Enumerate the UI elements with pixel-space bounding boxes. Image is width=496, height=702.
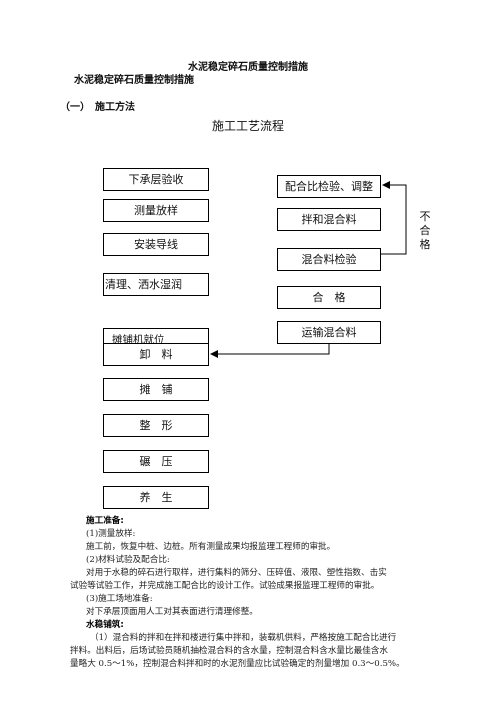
prep-item-2-body-b: 试验等试验工作，并完成施工配合比的设计工作。试验成果报监理工程师的审批。: [70, 581, 380, 591]
prep-item-3: (3)施工场地准备:: [86, 594, 153, 604]
prep-item-1: (1)测量放样:: [86, 529, 136, 539]
prep-item-1-body: 施工前，恢复中桩、边桩。所有测量成果均报监理工程师的审批。: [86, 542, 336, 552]
flow-step-unload: 卸 料: [103, 343, 209, 366]
flow-step-paver-in-position: 摊铺机就位: [103, 328, 209, 344]
reject-label: 不合格: [419, 210, 431, 251]
section-heading: （一） 施工方法: [60, 102, 135, 113]
paving-item-1-c: 量略大 0.5～1%，控制混合料拌和时的水泥剂量应比试验确定的剂量增加 0.3～…: [70, 659, 405, 669]
flow-step-spread: 摊 铺: [103, 378, 209, 401]
paving-item-1-b: 拌料。出料后，后场试验员随机抽检混合料的含水量，控制混合料含水量比最佳含水: [70, 646, 388, 656]
paving-item-1-a: （1）混合料的拌和在拌和楼进行集中拌和，装载机供料，严格按施工配合比进行: [90, 633, 397, 643]
prep-item-3-body: 对下承层顶面用人工对其表面进行清理修整。: [86, 607, 258, 617]
paving-heading: 水稳铺筑:: [86, 620, 124, 630]
flow-step-mix-inspection: 混合料检验: [277, 248, 381, 271]
prep-item-2: (2)材料试验及配合比:: [86, 555, 170, 565]
flow-step-qualified: 合 格: [277, 286, 381, 309]
flow-step-mix-material: 拌和混合料: [277, 208, 381, 231]
flow-step-base-acceptance: 下承层验收: [103, 168, 209, 191]
document-title: 水泥稳定碎石质量控制措施: [188, 62, 308, 73]
flow-step-clean-and-wet: 清理、洒水湿润: [103, 273, 209, 296]
flow-step-install-guide-wire: 安装导线: [103, 233, 209, 256]
flow-step-transport-mix: 运输混合料: [277, 321, 381, 344]
prep-item-2-body-a: 对用于水稳的碎石进行取样，进行集料的筛分、压碎值、液限、塑性指数、击实: [86, 568, 387, 578]
flow-step-shape: 整 形: [103, 414, 209, 437]
document-subtitle: 水泥稳定碎石质量控制措施: [74, 75, 194, 86]
prep-heading: 施工准备:: [86, 516, 124, 526]
flow-step-survey-layout: 测量放样: [103, 199, 209, 222]
flow-step-cure: 养 生: [103, 486, 209, 509]
flow-step-mix-design-check: 配合比检验、调整: [277, 175, 381, 198]
flow-step-compact: 碾 压: [103, 450, 209, 473]
flowchart-title: 施工工艺流程: [211, 119, 284, 133]
